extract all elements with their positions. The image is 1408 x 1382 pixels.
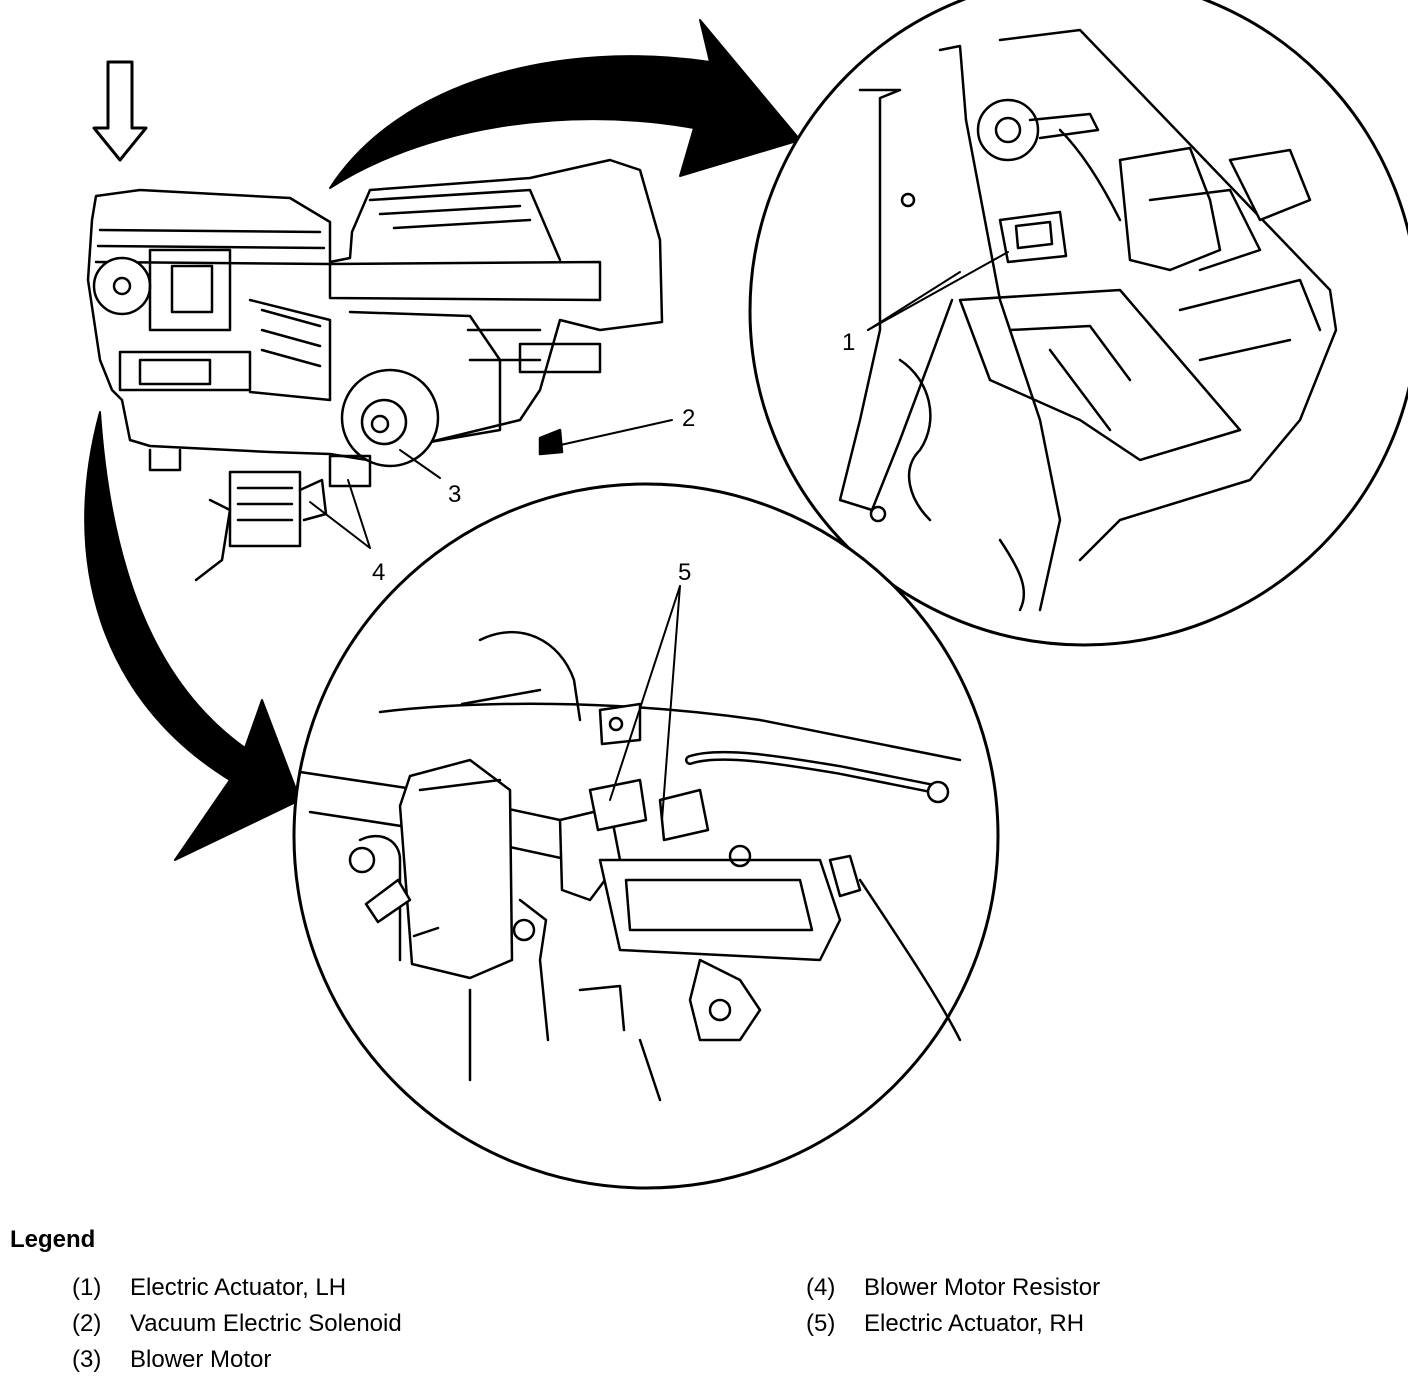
leader-line-4a bbox=[309, 501, 371, 549]
legend-item: (2) Vacuum Electric Solenoid bbox=[72, 1306, 402, 1342]
legend-title: Legend bbox=[10, 1226, 96, 1253]
legend-item-label: Vacuum Electric Solenoid bbox=[130, 1310, 402, 1337]
callout-5: 5 bbox=[678, 559, 691, 586]
curved-arrow-top bbox=[329, 19, 801, 189]
leader-line-3 bbox=[399, 449, 441, 479]
curved-arrow-bottom bbox=[84, 411, 301, 861]
legend-item-number: (2) bbox=[72, 1310, 102, 1337]
detail-view-rh-actuator bbox=[292, 482, 1000, 1190]
legend-item: (1) Electric Actuator, LH bbox=[72, 1270, 402, 1306]
view-direction-arrow bbox=[92, 60, 148, 162]
hvac-module-assembly bbox=[86, 158, 664, 582]
legend-item-number: (1) bbox=[72, 1274, 102, 1301]
legend-item-number: (3) bbox=[72, 1346, 102, 1373]
legend-item: (5) Electric Actuator, RH bbox=[806, 1306, 1100, 1342]
leader-line-2 bbox=[555, 419, 673, 447]
callout-2: 2 bbox=[682, 405, 695, 432]
leader-line-4b bbox=[347, 479, 371, 549]
legend-item-number: (4) bbox=[806, 1274, 836, 1301]
callout-1: 1 bbox=[842, 329, 855, 356]
legend-item-label: Blower Motor Resistor bbox=[864, 1274, 1101, 1301]
legend-column-left: (1) Electric Actuator, LH (2) Vacuum Ele… bbox=[72, 1270, 402, 1378]
legend-item-label: Electric Actuator, LH bbox=[130, 1274, 347, 1301]
legend-item: (4) Blower Motor Resistor bbox=[806, 1270, 1100, 1306]
legend-item-label: Electric Actuator, RH bbox=[864, 1310, 1085, 1337]
legend-column-right: (4) Blower Motor Resistor (5) Electric A… bbox=[806, 1270, 1100, 1342]
legend-item-label: Blower Motor bbox=[130, 1346, 272, 1373]
hvac-component-diagram: 1 2 3 4 5 bbox=[84, 0, 1408, 1190]
legend-item: (3) Blower Motor bbox=[72, 1342, 402, 1378]
detail-view-lh-actuator bbox=[748, 0, 1408, 647]
callout-3: 3 bbox=[448, 481, 461, 508]
callout-4: 4 bbox=[372, 559, 385, 586]
legend-item-number: (5) bbox=[806, 1310, 836, 1337]
